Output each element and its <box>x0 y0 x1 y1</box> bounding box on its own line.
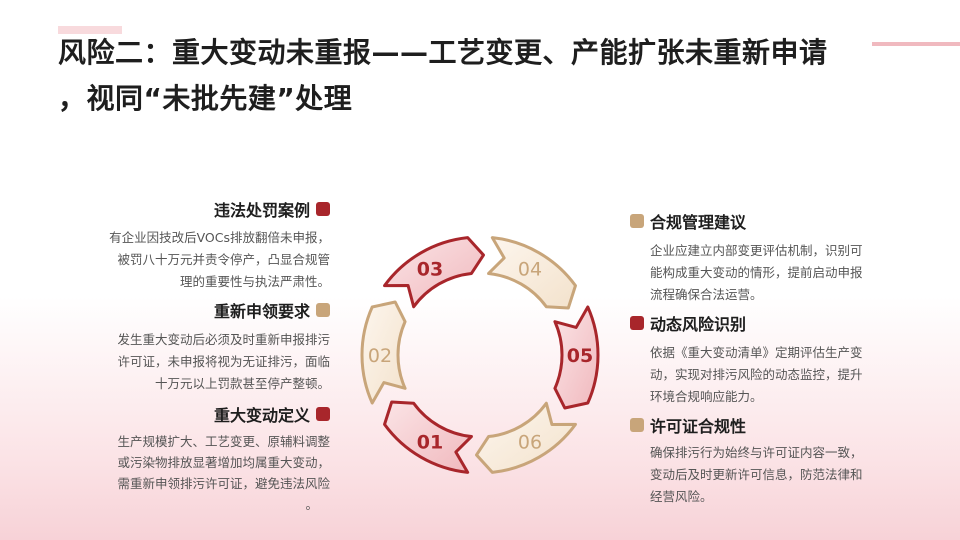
cycle-segment-label-05: 05 <box>567 345 593 367</box>
desc-line: 生产规模扩大、工艺变更、原辅料调整 <box>117 434 330 449</box>
left-item-2-description: 发生重大变动后必须及时重新申报排污 许可证，未申报将视为无证排污，面临 十万元以… <box>60 329 330 395</box>
right-item-1-heading: 合规管理建议 <box>650 213 747 232</box>
left-item-2-heading: 重新申领要求 <box>213 302 310 321</box>
page-title-line-1: 风险二：重大变动未重报——工艺变更、产能扩张未重新申请 <box>58 36 828 69</box>
left-item-3-heading: 重大变动定义 <box>213 406 310 425</box>
tan-square-icon <box>630 214 644 228</box>
desc-line: 或污染物排放显著增加均属重大变动， <box>117 455 330 470</box>
desc-line: 许可证，未申报将视为无证排污，面临 <box>117 354 330 369</box>
tan-square-icon <box>316 303 330 317</box>
desc-line: 十万元以上罚款甚至停产整顿。 <box>154 376 330 391</box>
left-item-1-heading: 违法处罚案例 <box>213 201 310 220</box>
desc-line: 。 <box>305 497 318 512</box>
desc-line: 被罚八十万元并责令停产，凸显合规管 <box>117 252 330 267</box>
desc-line: 能构成重大变动的情形，提前启动申报 <box>650 265 863 280</box>
page-title: 风险二：重大变动未重报——工艺变更、产能扩张未重新申请 ，视同“未批先建”处理 <box>58 30 898 122</box>
right-item-2-description: 依据《重大变动清单》定期评估生产变 动，实现对排污风险的动态监控，提升 环境合规… <box>630 342 910 408</box>
desc-line: 依据《重大变动清单》定期评估生产变 <box>650 345 863 360</box>
cycle-segment-02 <box>360 300 407 405</box>
red-square-icon <box>316 407 330 421</box>
decor-bar-top-right <box>872 42 960 46</box>
desc-line: 动，实现对排污风险的动态监控，提升 <box>650 367 863 382</box>
red-square-icon <box>630 316 644 330</box>
desc-line: 需重新申领排污许可证，避免违法风险 <box>117 476 330 491</box>
left-item-3: 重大变动定义 生产规模扩大、工艺变更、原辅料调整 或污染物排放显著增加均属重大变… <box>60 403 330 515</box>
decor-bar-top-left <box>58 26 122 34</box>
right-item-2: 动态风险识别 依据《重大变动清单》定期评估生产变 动，实现对排污风险的动态监控，… <box>630 312 910 408</box>
desc-line: 发生重大变动后必须及时重新申报排污 <box>117 332 330 347</box>
right-item-1: 合规管理建议 企业应建立内部变更评估机制，识别可 能构成重大变动的情形，提前启动… <box>630 210 910 306</box>
right-item-1-description: 企业应建立内部变更评估机制，识别可 能构成重大变动的情形，提前启动申报 流程确保… <box>630 240 910 306</box>
left-item-1-description: 有企业因技改后VOCs排放翻倍未申报， 被罚八十万元并责令停产，凸显合规管 理的… <box>60 227 330 293</box>
cycle-segment-label-04: 04 <box>518 258 542 280</box>
desc-line: 企业应建立内部变更评估机制，识别可 <box>650 243 863 258</box>
desc-line: 经营风险。 <box>650 489 713 504</box>
desc-line: 流程确保合法运营。 <box>650 287 763 302</box>
cycle-segment-01 <box>383 400 473 474</box>
left-item-2: 重新申领要求 发生重大变动后必须及时重新申报排污 许可证，未申报将视为无证排污，… <box>60 299 330 395</box>
right-item-3: 许可证合规性 确保排污行为始终与许可证内容一致， 变动后及时更新许可信息，防范法… <box>630 414 910 508</box>
right-item-2-heading: 动态风险识别 <box>650 315 747 334</box>
cycle-segment-label-01: 01 <box>417 432 443 454</box>
page-title-line-2: ，视同“未批先建”处理 <box>58 82 353 115</box>
right-item-3-heading: 许可证合规性 <box>650 417 747 436</box>
red-square-icon <box>316 202 330 216</box>
left-item-3-description: 生产规模扩大、工艺变更、原辅料调整 或污染物排放显著增加均属重大变动， 需重新申… <box>60 431 330 515</box>
cycle-diagram: 01 02 03 04 05 06 <box>345 220 615 490</box>
cycle-segment-label-06: 06 <box>518 432 542 454</box>
cycle-segment-05 <box>553 305 600 410</box>
tan-square-icon <box>630 418 644 432</box>
cycle-segment-03 <box>383 236 485 309</box>
desc-line: 理的重要性与执法严肃性。 <box>179 274 330 289</box>
left-item-1: 违法处罚案例 有企业因技改后VOCs排放翻倍未申报， 被罚八十万元并责令停产，凸… <box>60 198 330 293</box>
desc-line: 环境合规响应能力。 <box>650 389 763 404</box>
cycle-segment-label-03: 03 <box>417 258 443 280</box>
right-item-3-description: 确保排污行为始终与许可证内容一致， 变动后及时更新许可信息，防范法律和 经营风险… <box>630 442 910 508</box>
cycle-segment-04 <box>487 236 577 310</box>
desc-line: 有企业因技改后VOCs排放翻倍未申报， <box>109 230 330 245</box>
desc-line: 确保排污行为始终与许可证内容一致， <box>650 445 863 460</box>
desc-line: 变动后及时更新许可信息，防范法律和 <box>650 467 863 482</box>
cycle-segment-label-02: 02 <box>368 345 392 367</box>
cycle-diagram-svg: 01 02 03 04 05 06 <box>360 236 600 474</box>
cycle-segment-06 <box>475 401 577 474</box>
